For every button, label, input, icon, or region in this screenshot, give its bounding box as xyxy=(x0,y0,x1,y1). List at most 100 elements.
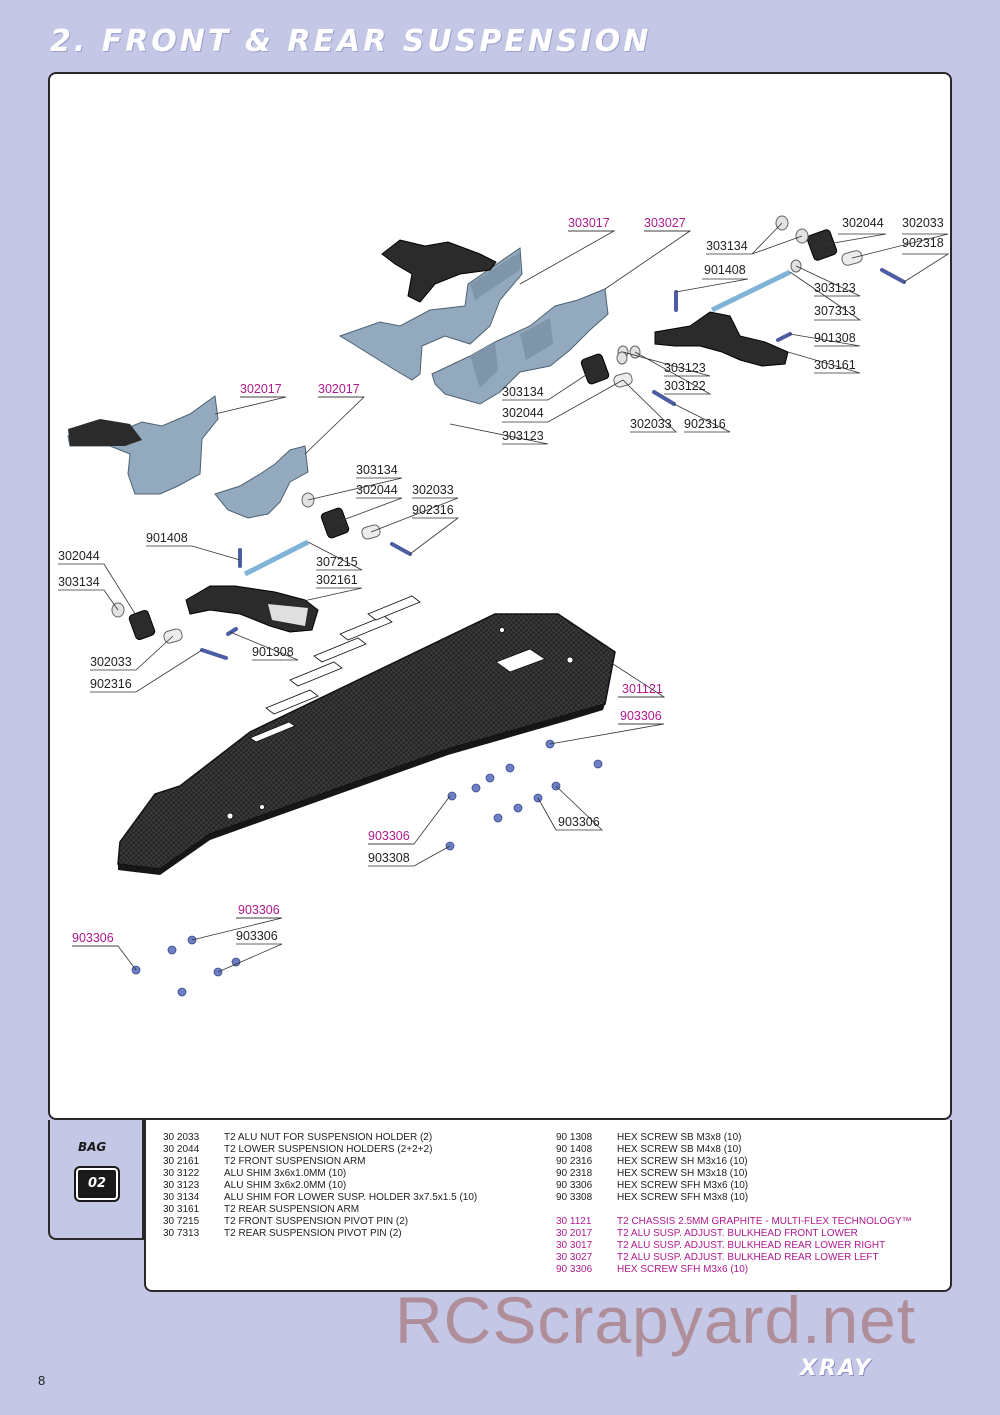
part-desc: HEX SCREW SFH M3x6 (10) xyxy=(617,1180,749,1191)
part-desc: T2 ALU SUSP. ADJUST. BULKHEAD REAR LOWER… xyxy=(617,1252,879,1263)
callout-label: 303027 xyxy=(644,216,686,230)
part-row: 30 7313 T2 REAR SUSPENSION PIVOT PIN (2) xyxy=(163,1228,477,1240)
part-row-highlight: 30 3017 T2 ALU SUSP. ADJUST. BULKHEAD REA… xyxy=(556,1240,912,1252)
callout-label: 902318 xyxy=(902,236,944,250)
part-desc: T2 ALU NUT FOR SUSPENSION HOLDER (2) xyxy=(224,1132,433,1143)
alu-shims xyxy=(111,215,809,618)
callout-label: 902316 xyxy=(90,677,132,691)
diagram-canvas: 303017 303027 303134 302044 302033 90231… xyxy=(58,215,950,997)
part-row-highlight: 30 1121 T2 CHASSIS 2.5MM GRAPHITE - MULTI… xyxy=(556,1216,912,1228)
part-code: 90 2318 xyxy=(556,1168,593,1179)
callout-label: 303123 xyxy=(814,281,856,295)
rear-suspension-arm xyxy=(654,311,789,367)
part-row: 90 2318 HEX SCREW SH M3x18 (10) xyxy=(556,1168,912,1180)
part-code: 90 2316 xyxy=(556,1156,593,1167)
rear-bulkhead-left xyxy=(431,288,609,405)
part-row: 30 2161 T2 FRONT SUSPENSION ARM xyxy=(163,1156,477,1168)
part-desc: T2 REAR SUSPENSION PIVOT PIN (2) xyxy=(224,1228,402,1239)
callout-label: 303017 xyxy=(568,216,610,230)
part-code: 90 1408 xyxy=(556,1144,593,1155)
rear-bulkhead-right xyxy=(338,247,523,381)
callout-label: 901308 xyxy=(252,645,294,659)
part-row-highlight: 30 2017 T2 ALU SUSP. ADJUST. BULKHEAD FRO… xyxy=(556,1228,912,1240)
part-code: 30 3027 xyxy=(556,1252,593,1263)
front-suspension-arm xyxy=(185,585,319,633)
callout-label: 307313 xyxy=(814,304,856,318)
part-row: 90 1408 HEX SCREW SB M4x8 (10) xyxy=(556,1144,912,1156)
part-code: 30 2161 xyxy=(163,1156,200,1167)
part-desc: T2 REAR SUSPENSION ARM xyxy=(224,1204,360,1215)
part-desc: HEX SCREW SB M4x8 (10) xyxy=(617,1144,742,1155)
callout-label: 901408 xyxy=(146,531,188,545)
callout-label: 903306 xyxy=(620,709,662,723)
chassis-plate xyxy=(117,595,616,875)
part-code: 30 2044 xyxy=(163,1144,200,1155)
part-code: 90 3306 xyxy=(556,1180,593,1191)
callout-label: 302033 xyxy=(902,216,944,230)
part-code: 30 1121 xyxy=(556,1216,592,1227)
callout-label: 903306 xyxy=(236,929,278,943)
callout-label: 303134 xyxy=(502,385,544,399)
page-number: 8 xyxy=(38,1373,46,1388)
callout-label: 903306 xyxy=(238,903,280,917)
callout-label: 302033 xyxy=(90,655,132,669)
callout-label: 302044 xyxy=(502,406,544,420)
brand-logo: XRAY xyxy=(800,1356,873,1381)
callout-label: 901308 xyxy=(814,331,856,345)
watermark: RCScrapyard.net xyxy=(395,1283,917,1357)
part-desc: HEX SCREW SB M3x8 (10) xyxy=(617,1132,742,1143)
callout-label: 302161 xyxy=(316,573,358,587)
callout-label: 903308 xyxy=(368,851,410,865)
front-bulkhead-left xyxy=(67,395,219,495)
part-code: 30 7215 xyxy=(163,1216,200,1227)
callout-label: 302017 xyxy=(318,382,360,396)
callout-label: 302044 xyxy=(58,549,100,563)
callout-label: 303123 xyxy=(502,429,544,443)
part-desc: HEX SCREW SFH M3x6 (10) xyxy=(617,1264,749,1275)
part-code: 90 1308 xyxy=(556,1132,593,1143)
callout-label: 302033 xyxy=(630,417,672,431)
part-code: 30 3161 xyxy=(163,1204,200,1215)
callout-label: 303122 xyxy=(664,379,706,393)
front-pivot-pin xyxy=(243,539,310,577)
part-code: 30 7313 xyxy=(163,1228,200,1239)
callout-label: 303161 xyxy=(814,358,856,372)
part-desc: T2 ALU SUSP. ADJUST. BULKHEAD REAR LOWER… xyxy=(617,1240,886,1251)
part-code: 30 3123 xyxy=(163,1180,200,1191)
bag-number: 02 xyxy=(74,1166,120,1202)
part-desc: T2 FRONT SUSPENSION PIVOT PIN (2) xyxy=(224,1216,409,1227)
rear-lower-arm-right xyxy=(381,239,497,303)
callout-label: 303134 xyxy=(58,575,100,589)
callout-label: 302044 xyxy=(356,483,398,497)
part-desc: T2 FRONT SUSPENSION ARM xyxy=(224,1156,366,1167)
part-code: 30 3122 xyxy=(163,1168,200,1179)
part-code: 30 3017 xyxy=(556,1240,593,1251)
part-desc: T2 CHASSIS 2.5MM GRAPHITE - MULTI-FLEX T… xyxy=(617,1216,912,1227)
part-code: 30 3134 xyxy=(163,1192,200,1203)
part-desc: T2 ALU SUSP. ADJUST. BULKHEAD FRONT LOWE… xyxy=(617,1228,858,1239)
rear-pivot-pin xyxy=(710,269,792,313)
part-code: 90 3308 xyxy=(556,1192,593,1203)
exploded-diagram: 303017 303027 303134 302044 302033 90231… xyxy=(48,72,952,1120)
part-code: 30 2017 xyxy=(556,1228,593,1239)
callout-label: 303134 xyxy=(706,239,748,253)
callout-label: 302044 xyxy=(842,216,884,230)
countersunk-screws xyxy=(131,739,603,997)
callout-labels: 303017 303027 303134 302044 302033 90231… xyxy=(58,216,944,945)
callout-label: 303134 xyxy=(356,463,398,477)
bag-label: BAG xyxy=(78,1140,107,1154)
bag-indicator: BAG 02 xyxy=(48,1120,144,1240)
callout-label: 303123 xyxy=(664,361,706,375)
part-code: 90 3306 xyxy=(556,1264,593,1275)
callout-label: 901408 xyxy=(704,263,746,277)
part-desc: HEX SCREW SH M3x18 (10) xyxy=(617,1168,748,1179)
callout-label: 301121 xyxy=(622,682,663,696)
callout-label: 902316 xyxy=(412,503,454,517)
